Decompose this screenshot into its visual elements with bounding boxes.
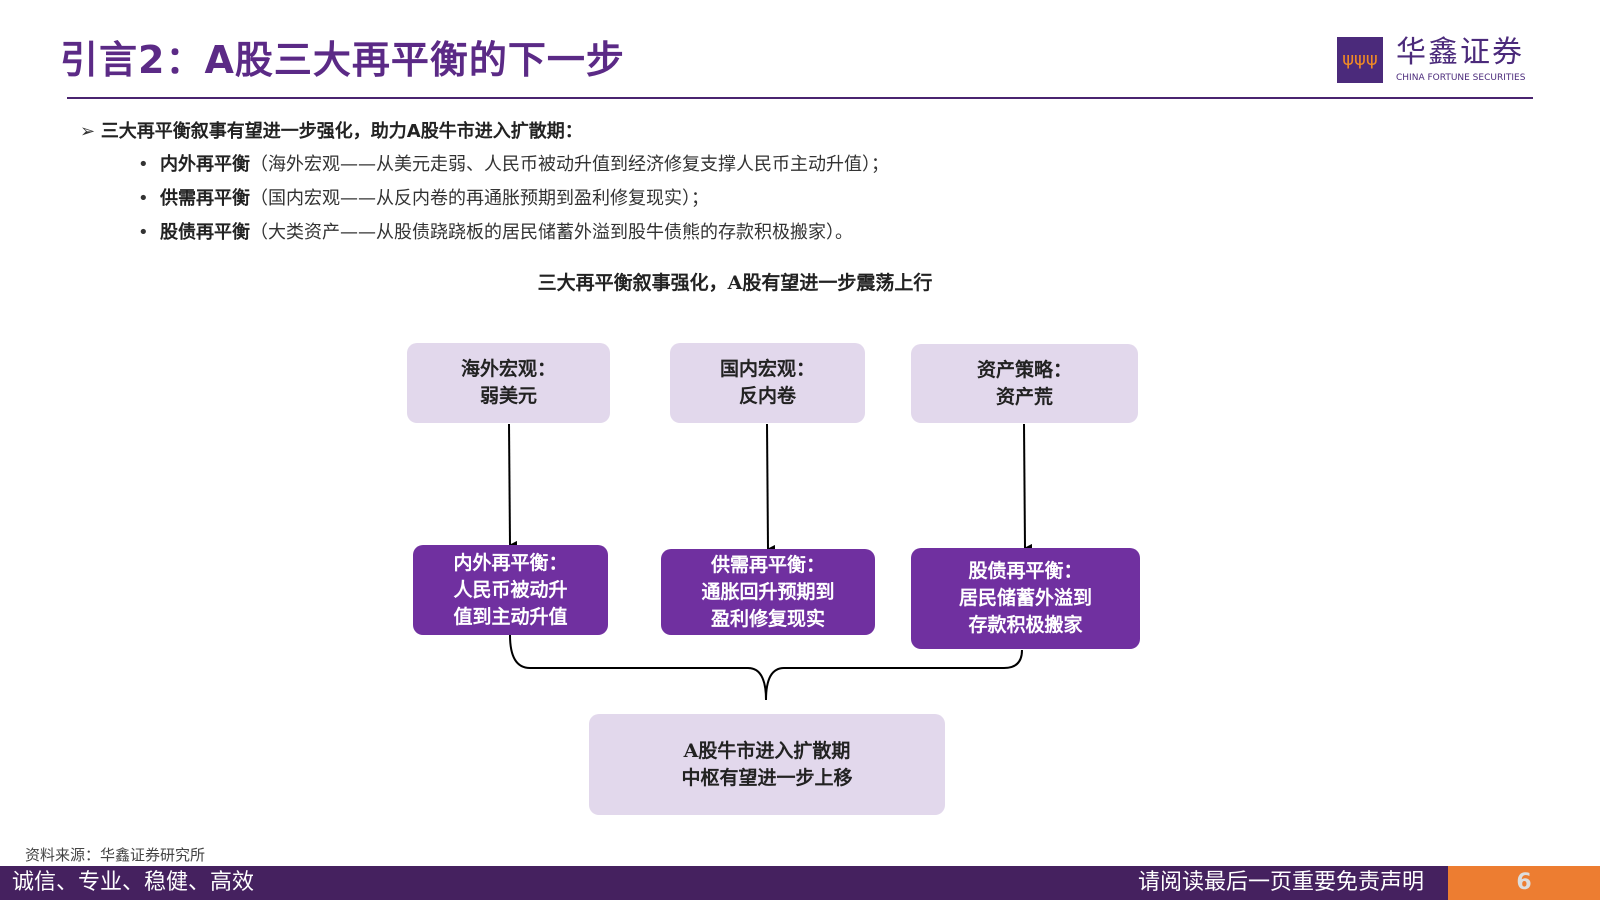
arrow-1	[508, 423, 518, 549]
bullet-bold: 内外再平衡	[160, 154, 250, 175]
bullet-text: （国内宏观——从反内卷的再通胀预期到盈利修复现实）；	[250, 188, 709, 209]
mid-box-internal-external: 内外再平衡： 人民币被动升 值到主动升值	[413, 545, 608, 635]
bullet-bold: 股债再平衡	[160, 222, 250, 243]
mid-box-stock-bond: 股债再平衡： 居民储蓄外溢到 存款积极搬家	[911, 548, 1140, 649]
top-box-domestic: 国内宏观： 反内卷	[670, 343, 865, 423]
lead-text: 三大再平衡叙事有望进一步强化，助力A股牛市进入扩散期：	[100, 121, 583, 142]
page-number: 6	[1448, 866, 1600, 900]
footer-slogan: 诚信、专业、稳健、高效	[12, 870, 255, 895]
bullet-text: （大类资产——从股债跷跷板的居民储蓄外溢到股牛债熊的存款积极搬家）。	[250, 222, 853, 243]
page-title: 引言2：A股三大再平衡的下一步	[60, 38, 625, 82]
footer-disclaimer: 请阅读最后一页重要免责声明	[1138, 870, 1425, 895]
lead-bullet: ➢ 三大再平衡叙事有望进一步强化，助力A股牛市进入扩散期：	[80, 120, 583, 144]
top-box-overseas: 海外宏观： 弱美元	[407, 343, 610, 423]
diagram-title: 三大再平衡叙事强化，A股有望进一步震荡上行	[537, 272, 933, 294]
bullet-bold: 供需再平衡	[160, 188, 250, 209]
bottom-box-conclusion: A股牛市进入扩散期 中枢有望进一步上移	[589, 714, 945, 815]
arrow-2	[766, 423, 776, 553]
arrow-3	[1023, 423, 1033, 552]
title-divider	[67, 97, 1533, 99]
bullet-item: •股债再平衡（大类资产——从股债跷跷板的居民储蓄外溢到股牛债熊的存款积极搬家）。	[138, 222, 853, 243]
bullet-text: （海外宏观——从美元走弱、人民币被动升值到经济修复支撑人民币主动升值）；	[250, 154, 889, 175]
source-note: 资料来源：华鑫证券研究所	[25, 846, 206, 864]
brace	[509, 634, 1023, 701]
top-box-asset: 资产策略： 资产荒	[911, 344, 1138, 423]
footer-bar	[0, 866, 1600, 900]
logo-icon: ψψψ	[1337, 37, 1383, 83]
logo-text: 华鑫证券	[1396, 35, 1524, 70]
mid-box-supply-demand: 供需再平衡： 通胀回升预期到 盈利修复现实	[661, 549, 875, 635]
logo-subtext: CHINA FORTUNE SECURITIES	[1396, 73, 1526, 83]
bullet-item: •内外再平衡（海外宏观——从美元走弱、人民币被动升值到经济修复支撑人民币主动升值…	[138, 154, 889, 175]
arrow-bullet-icon: ➢	[80, 121, 101, 142]
bullet-item: •供需再平衡（国内宏观——从反内卷的再通胀预期到盈利修复现实）；	[138, 188, 709, 209]
